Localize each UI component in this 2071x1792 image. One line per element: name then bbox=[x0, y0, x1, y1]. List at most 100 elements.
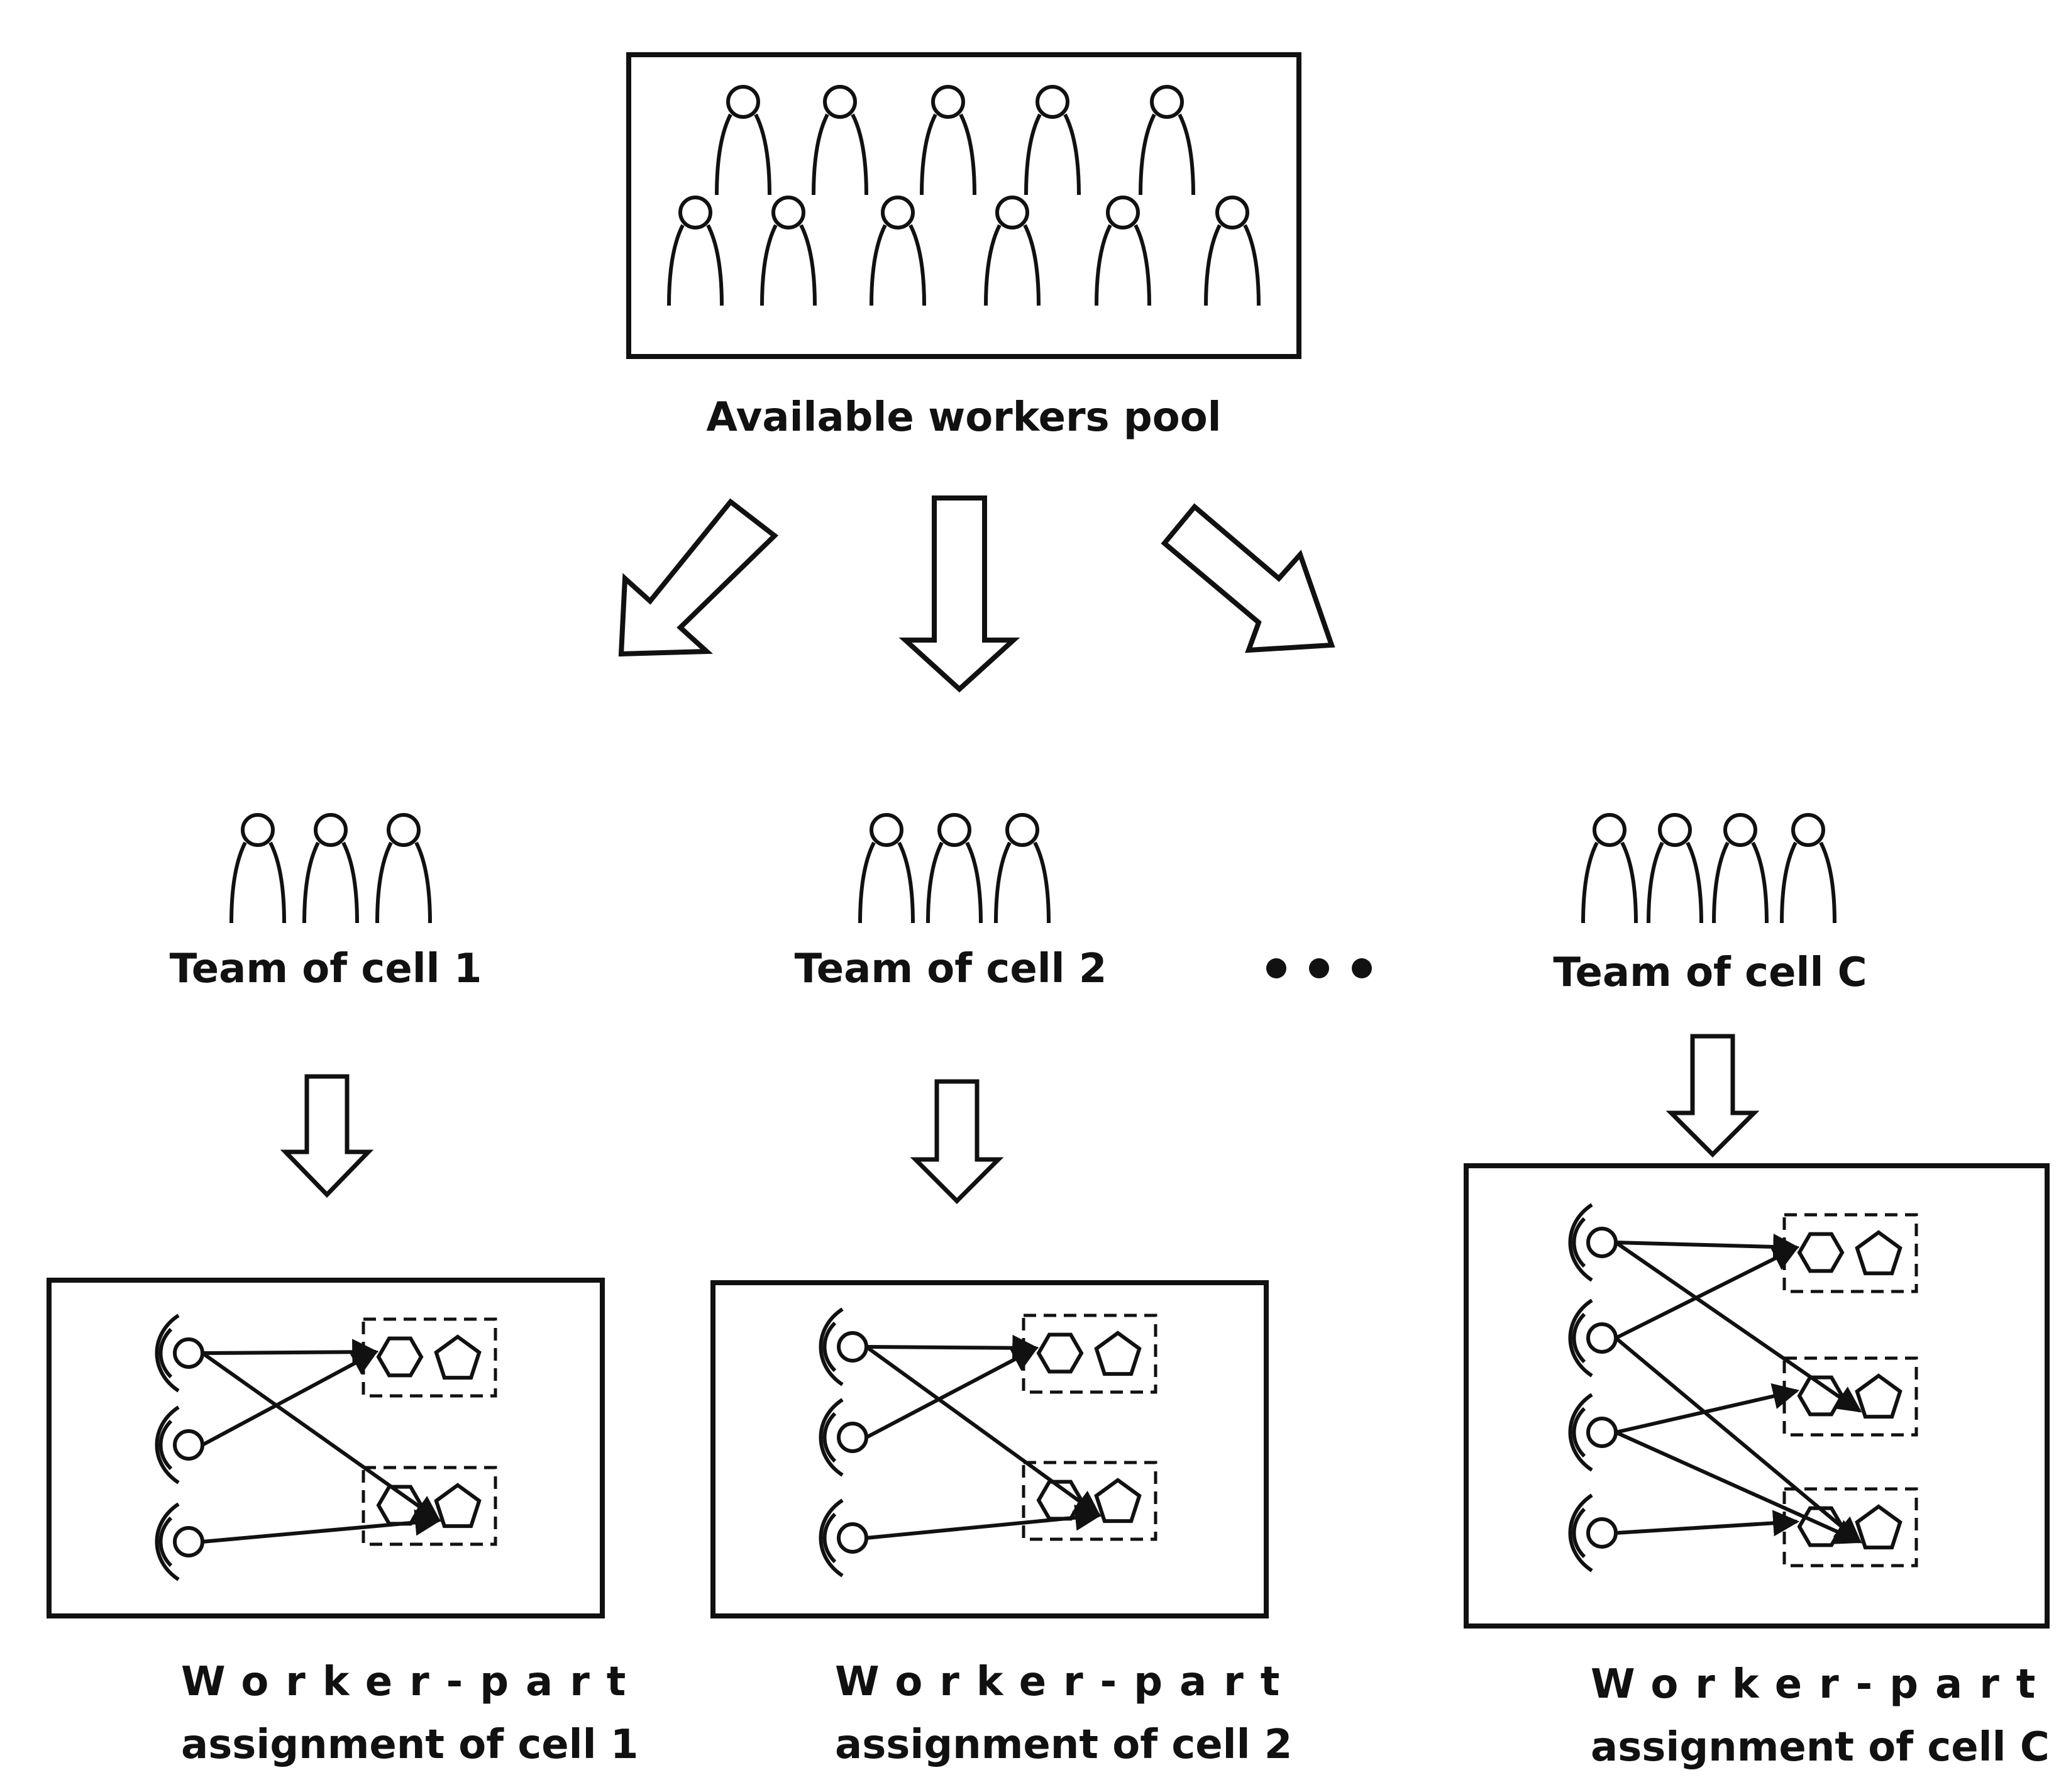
part-group bbox=[362, 1317, 497, 1398]
assignment-link bbox=[202, 1509, 442, 1544]
pool-workers bbox=[669, 87, 1259, 306]
person-icon bbox=[922, 87, 975, 195]
person-icon bbox=[871, 197, 924, 306]
hollow-arrow-icon bbox=[1665, 1034, 1760, 1158]
assignment-link bbox=[1615, 1336, 1862, 1544]
pentagon-part-icon bbox=[1855, 1504, 1903, 1550]
worker-at-machine-icon bbox=[155, 1314, 204, 1393]
person-icon bbox=[1096, 197, 1149, 306]
assignment-box-3 bbox=[1464, 1163, 2050, 1629]
person-icon bbox=[814, 87, 866, 195]
hollow-arrow-icon bbox=[1161, 503, 1335, 653]
assignment-link bbox=[1615, 1383, 1800, 1434]
worker-at-machine-icon bbox=[819, 1398, 868, 1477]
person-icon bbox=[717, 87, 770, 195]
person-icon bbox=[1140, 87, 1193, 195]
hexagon-part-icon bbox=[1797, 1506, 1845, 1547]
part-group bbox=[1782, 1487, 1918, 1568]
assignment-link bbox=[1615, 1246, 1799, 1340]
assignment-link bbox=[1615, 1510, 1800, 1537]
assignment-link bbox=[866, 1504, 1102, 1540]
person-icon bbox=[1649, 815, 1701, 923]
person-icon bbox=[1782, 815, 1835, 923]
assignment-title-line1: Worker-part bbox=[835, 1659, 1296, 1705]
worker-at-machine-icon bbox=[819, 1307, 868, 1386]
part-group-frame bbox=[1022, 1314, 1157, 1394]
ellipsis-icon bbox=[1266, 958, 1372, 978]
team-arrows bbox=[280, 1034, 1760, 1204]
hexagon-part-icon bbox=[1797, 1232, 1845, 1273]
assignment-frame bbox=[47, 1278, 605, 1618]
person-icon bbox=[304, 815, 357, 923]
pentagon-part-icon bbox=[1094, 1478, 1142, 1524]
assignment-link bbox=[866, 1334, 1039, 1361]
assignment-boxes bbox=[47, 1163, 2050, 1629]
part-group bbox=[1782, 1213, 1918, 1293]
assignment-box-1 bbox=[47, 1278, 605, 1618]
assignment-title-line1: Worker-part bbox=[1591, 1661, 2052, 1708]
person-icon bbox=[1583, 815, 1636, 923]
team-label: Team of cell C bbox=[1553, 949, 1867, 996]
assignment-title-line2: assignment of cell 1 bbox=[181, 1722, 638, 1768]
part-group bbox=[1022, 1314, 1157, 1394]
part-group-frame bbox=[1782, 1487, 1918, 1568]
worker-at-machine-icon bbox=[155, 1405, 204, 1485]
person-icon bbox=[762, 197, 815, 306]
pentagon-part-icon bbox=[1855, 1373, 1903, 1419]
assignment-link bbox=[201, 1350, 378, 1447]
assignment-box-2 bbox=[710, 1280, 1269, 1618]
hollow-arrow-icon bbox=[280, 1074, 374, 1198]
worker-at-machine-icon bbox=[1568, 1203, 1618, 1282]
assignment-link bbox=[201, 1351, 441, 1522]
worker-at-machine-icon bbox=[1568, 1393, 1618, 1472]
person-icon bbox=[1206, 197, 1259, 306]
team-label: Team of cell 1 bbox=[170, 946, 482, 992]
part-group-frame bbox=[362, 1466, 497, 1546]
assignment-frame bbox=[1464, 1163, 2050, 1629]
worker-at-machine-icon bbox=[155, 1502, 204, 1581]
worker-at-machine-icon bbox=[819, 1498, 868, 1578]
assignment-link bbox=[1615, 1430, 1862, 1544]
team-cell-c: Team of cell C bbox=[1553, 815, 1867, 996]
pentagon-part-icon bbox=[1094, 1330, 1142, 1376]
person-icon bbox=[377, 815, 430, 923]
workers-pool: Available workers pool bbox=[626, 52, 1301, 441]
assignment-title-line1: Worker-part bbox=[181, 1659, 643, 1705]
assignment-link bbox=[865, 1345, 1102, 1517]
part-group bbox=[1782, 1356, 1918, 1437]
assignment-link bbox=[1615, 1233, 1800, 1260]
hollow-arrow-icon bbox=[618, 498, 779, 657]
assignment-link bbox=[1615, 1241, 1862, 1413]
part-group-frame bbox=[1782, 1213, 1918, 1293]
team-cell-2: Team of cell 2 bbox=[795, 815, 1107, 992]
part-group-frame bbox=[1022, 1461, 1157, 1541]
hollow-arrow-icon bbox=[898, 495, 1020, 693]
person-icon bbox=[1714, 815, 1767, 923]
worker-at-machine-icon bbox=[1568, 1493, 1618, 1573]
worker-at-machine-icon bbox=[1568, 1298, 1618, 1378]
team-label: Team of cell 2 bbox=[795, 946, 1107, 992]
workers-pool-box bbox=[626, 52, 1301, 359]
assignment-link bbox=[865, 1346, 1039, 1439]
hexagon-part-icon bbox=[376, 1336, 424, 1378]
hexagon-part-icon bbox=[1036, 1332, 1084, 1374]
pentagon-part-icon bbox=[1855, 1230, 1903, 1276]
distribution-arrows bbox=[618, 495, 1335, 693]
pool-label: Available workers pool bbox=[706, 394, 1221, 441]
person-icon bbox=[1026, 87, 1079, 195]
assignment-frame bbox=[710, 1280, 1269, 1618]
assignment-link bbox=[202, 1339, 379, 1366]
pentagon-part-icon bbox=[434, 1483, 482, 1529]
person-icon bbox=[928, 815, 981, 923]
person-icon bbox=[231, 815, 284, 923]
team-cell-1: Team of cell 1 bbox=[170, 815, 482, 992]
hollow-arrow-icon bbox=[910, 1079, 1004, 1204]
person-icon bbox=[669, 197, 722, 306]
person-icon bbox=[860, 815, 913, 923]
assignment-title-line2: assignment of cell C bbox=[1591, 1724, 2050, 1771]
part-group-frame bbox=[362, 1317, 497, 1398]
assignment-title-line2: assignment of cell 2 bbox=[835, 1722, 1292, 1768]
person-icon bbox=[996, 815, 1049, 923]
assignment-labels: Worker-part assignment of cell 1 Worker-… bbox=[181, 1659, 2052, 1771]
